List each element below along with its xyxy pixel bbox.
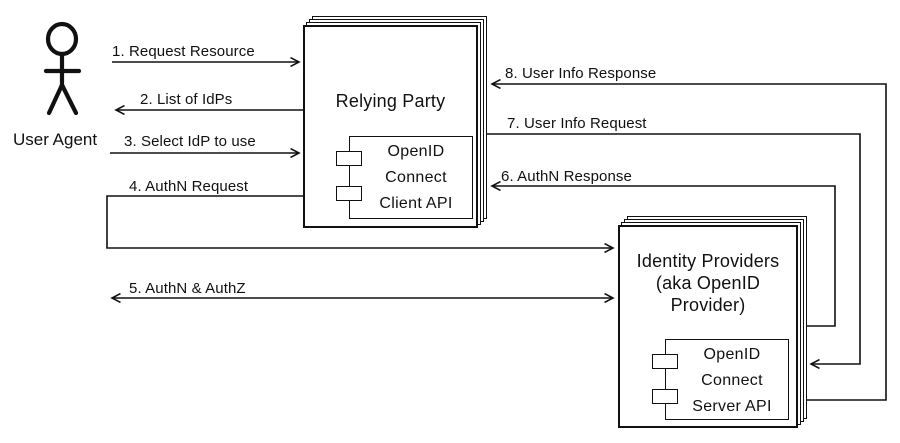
- relying-party-title: Relying Party: [335, 91, 446, 111]
- component-tab-icon: [336, 151, 362, 166]
- server-api-label: OpenID Connect Server API: [692, 346, 772, 415]
- message-label-6: 6. AuthN Response: [501, 168, 632, 185]
- user-agent-icon: [43, 21, 82, 116]
- openid-connect-client-api-component: OpenID Connect Client API: [336, 136, 473, 219]
- component-tab-icon: [652, 354, 678, 369]
- message-label-2: 2. List of IdPs: [140, 91, 233, 108]
- identity-providers-title: Identity Providers (aka OpenID Provider): [636, 251, 780, 315]
- message-label-3: 3. Select IdP to use: [124, 133, 256, 150]
- arrow-8-user-info-response: [492, 84, 887, 401]
- message-label-5: 5. AuthN & AuthZ: [129, 280, 246, 297]
- message-label-1: 1. Request Resource: [112, 43, 255, 60]
- component-tab-icon: [652, 389, 678, 404]
- identity-providers-box: Identity Providers (aka OpenID Provider)…: [618, 225, 798, 428]
- user-agent-label: User Agent: [13, 130, 98, 149]
- client-api-label: OpenID Connect Client API: [379, 143, 453, 212]
- openid-connect-server-api-component: OpenID Connect Server API: [652, 339, 789, 420]
- arrow-6-authn-response: [492, 186, 836, 327]
- message-label-7: 7. User Info Request: [507, 115, 647, 132]
- relying-party-box: Relying Party OpenID Connect Client API: [303, 25, 478, 228]
- message-label-8: 8. User Info Response: [505, 65, 657, 82]
- message-label-4: 4. AuthN Request: [129, 178, 249, 195]
- arrow-7-user-info-request: [485, 133, 861, 364]
- component-tab-icon: [336, 186, 362, 201]
- arrow-4-authn-request: [106, 195, 613, 248]
